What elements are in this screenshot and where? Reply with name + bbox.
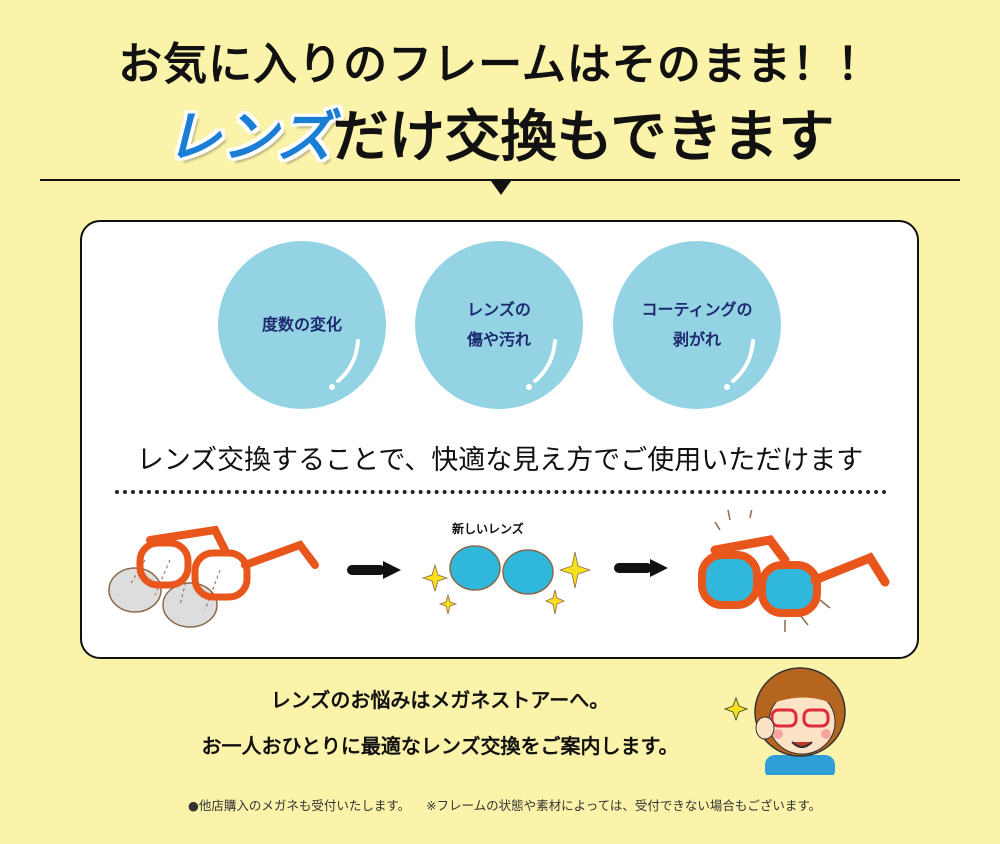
old-glasses-icon bbox=[108, 525, 319, 628]
reason-label: 度数の変化 bbox=[261, 315, 342, 334]
new-glasses-icon bbox=[698, 510, 890, 632]
reason-circle-scratches: レンズの傷や汚れ bbox=[415, 241, 583, 409]
shine-icon bbox=[329, 339, 360, 390]
new-lenses-icon bbox=[421, 545, 592, 615]
shine-icon bbox=[526, 339, 557, 390]
divider bbox=[40, 179, 960, 181]
shine-icon bbox=[724, 339, 755, 390]
cta-line2: お一人おひとりに最適なレンズ交換をご案内します。 bbox=[201, 734, 679, 758]
headline-highlight: レンズ bbox=[165, 105, 333, 170]
note-condition: ※フレームの状態や素材によっては、受付できない場合もございます。 bbox=[426, 798, 822, 813]
reason-circle-coating: コーティングの剥がれ bbox=[613, 241, 781, 409]
down-triangle-icon bbox=[491, 181, 511, 195]
reason-circle-prescription: 度数の変化 bbox=[218, 241, 386, 409]
footnotes: ●他店購入のメガネも受付いたします。 ※フレームの状態や素材によっては、受付でき… bbox=[188, 795, 821, 814]
reason-label: コーティングの剥がれ bbox=[641, 300, 753, 349]
headline-line1: お気に入りのフレームはそのまま！！ bbox=[118, 39, 882, 90]
headline-rest: だけ交換もできます bbox=[332, 105, 835, 170]
new-lens-label: 新しいレンズ bbox=[452, 522, 524, 536]
arrow-right-icon bbox=[347, 561, 401, 579]
benefit-text: レンズ交換することで、快適な見え方でご使用いただけます bbox=[136, 445, 864, 476]
arrow-right-icon bbox=[614, 559, 668, 577]
headline-line2: レンズだけ交換もできます bbox=[0, 92, 1000, 173]
cta-line1: レンズのお悩みはメガネストアーへ。 bbox=[270, 688, 610, 712]
reason-label: レンズの傷や汚れ bbox=[466, 300, 531, 349]
dotted-divider bbox=[115, 490, 887, 494]
note-other-store: ●他店購入のメガネも受付いたします。 bbox=[188, 798, 411, 813]
staff-character-icon bbox=[723, 667, 846, 775]
